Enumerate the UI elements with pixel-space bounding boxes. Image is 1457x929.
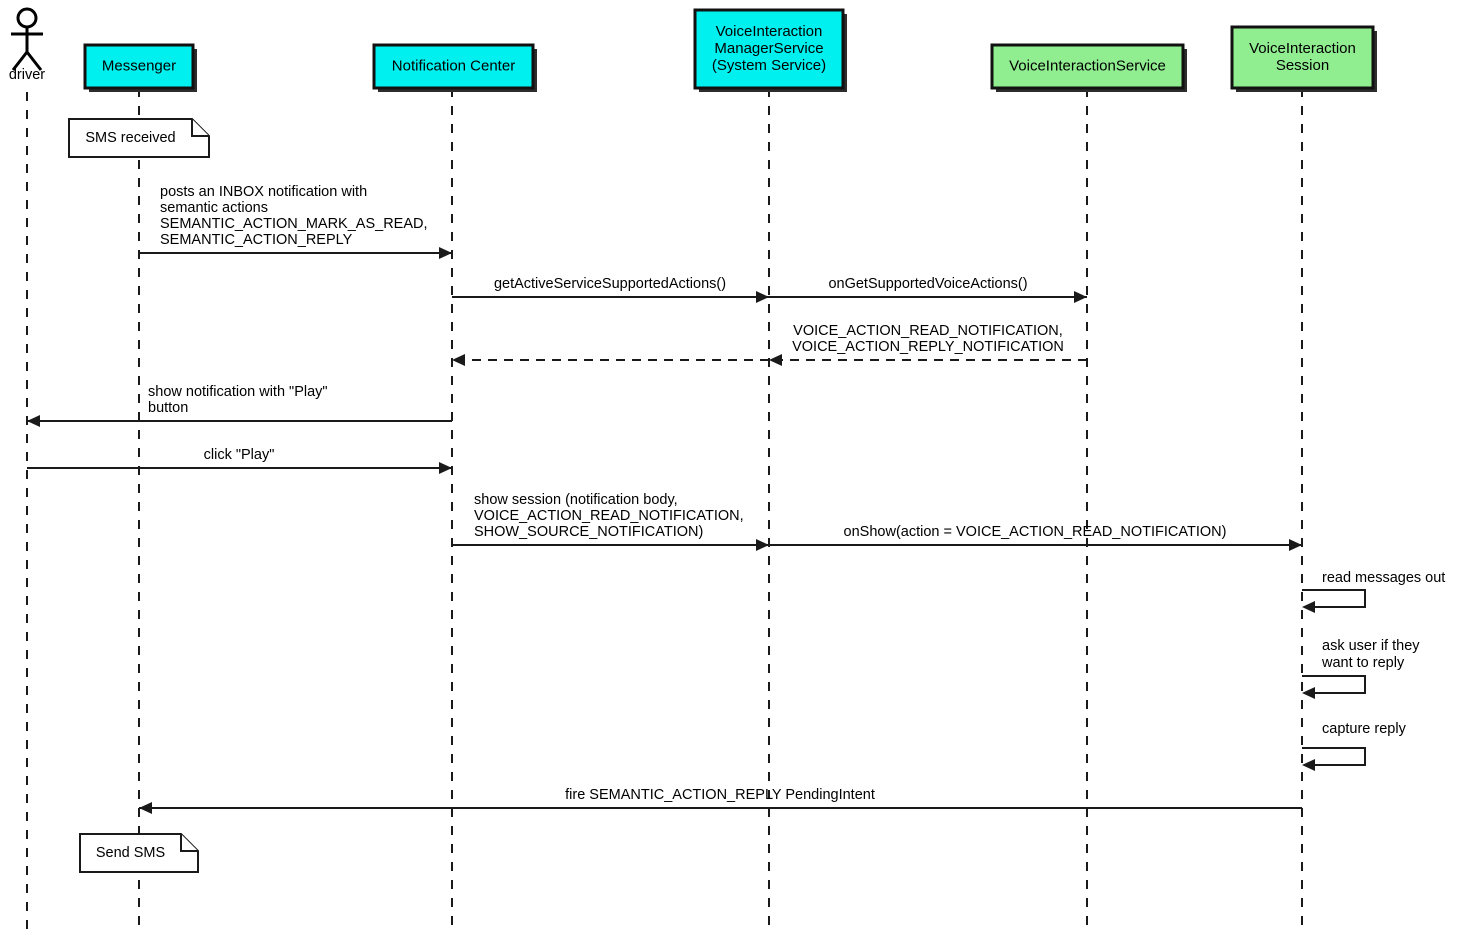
msg-show-notification-with-play-button: show notification with "Play"button bbox=[27, 384, 452, 427]
participant-voice-interaction-service[interactable]: VoiceInteractionService bbox=[990, 43, 1187, 92]
note-body bbox=[68, 118, 210, 158]
arrow-head bbox=[1302, 601, 1315, 613]
participant-label: (System Service) bbox=[712, 57, 826, 74]
arrow-head bbox=[756, 539, 769, 551]
arrow-head bbox=[769, 354, 782, 366]
participant-label: VoiceInteraction bbox=[1249, 40, 1356, 57]
actor-driver: driver bbox=[9, 7, 45, 83]
msg-post-inbox-notification: posts an INBOX notification withsemantic… bbox=[139, 184, 452, 259]
message-label: SEMANTIC_ACTION_REPLY bbox=[160, 232, 353, 248]
arrow-head bbox=[439, 247, 452, 259]
participant-label: VoiceInteraction bbox=[716, 23, 823, 40]
message-label: show session (notification body, bbox=[474, 492, 678, 508]
participant-notification-center[interactable]: Notification Center bbox=[372, 43, 537, 92]
note-send-sms: Send SMS bbox=[79, 833, 199, 873]
participant-box[interactable] bbox=[990, 43, 1185, 90]
msg-show-session: show session (notification body,VOICE_AC… bbox=[452, 492, 769, 551]
message-label: semantic actions bbox=[160, 200, 268, 216]
self-message-line bbox=[1302, 675, 1366, 694]
lifelines-group bbox=[26, 88, 1303, 929]
arrow-head bbox=[756, 291, 769, 303]
msg-click-play: click "Play" bbox=[27, 447, 452, 474]
message-label: click "Play" bbox=[204, 447, 275, 463]
self-message-label: read messages out bbox=[1322, 570, 1445, 586]
message-label: onShow(action = VOICE_ACTION_READ_NOTIFI… bbox=[844, 524, 1227, 540]
note-sms-received: SMS received bbox=[68, 118, 210, 158]
message-label: VOICE_ACTION_READ_NOTIFICATION, bbox=[474, 508, 744, 524]
participant-label: ManagerService bbox=[714, 40, 823, 57]
participant-messenger[interactable]: Messenger bbox=[83, 43, 197, 92]
arrow-head bbox=[1302, 687, 1315, 699]
msg-return-supported-actions-to-vims: VOICE_ACTION_READ_NOTIFICATION,VOICE_ACT… bbox=[769, 323, 1087, 366]
message-label: onGetSupportedVoiceActions() bbox=[828, 276, 1027, 292]
message-label: fire SEMANTIC_ACTION_REPLY PendingIntent bbox=[565, 787, 875, 803]
self-message-line bbox=[1302, 589, 1366, 608]
msg-on-get-supported-voice-actions: onGetSupportedVoiceActions() bbox=[769, 276, 1087, 303]
message-label: getActiveServiceSupportedActions() bbox=[494, 276, 726, 292]
note-fold-corner bbox=[180, 834, 198, 852]
note-label: Send SMS bbox=[96, 845, 165, 861]
msg-get-active-service-supported-actions: getActiveServiceSupportedActions() bbox=[452, 276, 769, 303]
arrow-head bbox=[1302, 759, 1315, 771]
actor-head-icon bbox=[16, 7, 38, 29]
self-message-label: ask user if they bbox=[1322, 638, 1420, 654]
participant-box[interactable] bbox=[1230, 25, 1375, 90]
actor-legs-icon bbox=[11, 51, 43, 71]
arrow-head bbox=[27, 415, 40, 427]
message-label: VOICE_ACTION_REPLY_NOTIFICATION bbox=[792, 339, 1064, 355]
msg-fire-semantic-action-reply-pending-intent: fire SEMANTIC_ACTION_REPLY PendingIntent bbox=[139, 787, 1302, 814]
actor-label: driver bbox=[9, 67, 45, 83]
participant-box[interactable] bbox=[83, 43, 195, 90]
arrow-head bbox=[1074, 291, 1087, 303]
self-msg-capture-reply: capture reply bbox=[1302, 721, 1407, 771]
message-label: SHOW_SOURCE_NOTIFICATION) bbox=[474, 524, 703, 540]
participant-label: Session bbox=[1276, 57, 1329, 74]
arrow-head bbox=[1289, 539, 1302, 551]
self-msg-read-messages-out: read messages out bbox=[1302, 570, 1445, 613]
participant-label: VoiceInteractionService bbox=[1009, 57, 1166, 74]
note-label: SMS received bbox=[85, 130, 175, 146]
note-body bbox=[79, 833, 199, 873]
message-label: button bbox=[148, 400, 188, 416]
arrow-head bbox=[452, 354, 465, 366]
message-label: SEMANTIC_ACTION_MARK_AS_READ, bbox=[160, 216, 428, 232]
note-fold-corner bbox=[191, 119, 209, 137]
participant-box[interactable] bbox=[372, 43, 535, 90]
arrow-head bbox=[439, 462, 452, 474]
message-label: posts an INBOX notification with bbox=[160, 184, 367, 200]
participant-box[interactable] bbox=[693, 8, 845, 90]
message-label: VOICE_ACTION_READ_NOTIFICATION, bbox=[793, 323, 1063, 339]
self-message-line bbox=[1302, 747, 1366, 766]
arrow-head bbox=[139, 802, 152, 814]
self-message-label: want to reply bbox=[1321, 655, 1405, 671]
msg-on-show: onShow(action = VOICE_ACTION_READ_NOTIFI… bbox=[769, 524, 1302, 551]
message-label: show notification with "Play" bbox=[148, 384, 328, 400]
participant-label: Notification Center bbox=[392, 57, 515, 74]
participant-label: Messenger bbox=[102, 57, 176, 74]
msg-return-supported-actions-to-notification-center bbox=[452, 354, 769, 366]
self-message-label: capture reply bbox=[1322, 721, 1407, 737]
